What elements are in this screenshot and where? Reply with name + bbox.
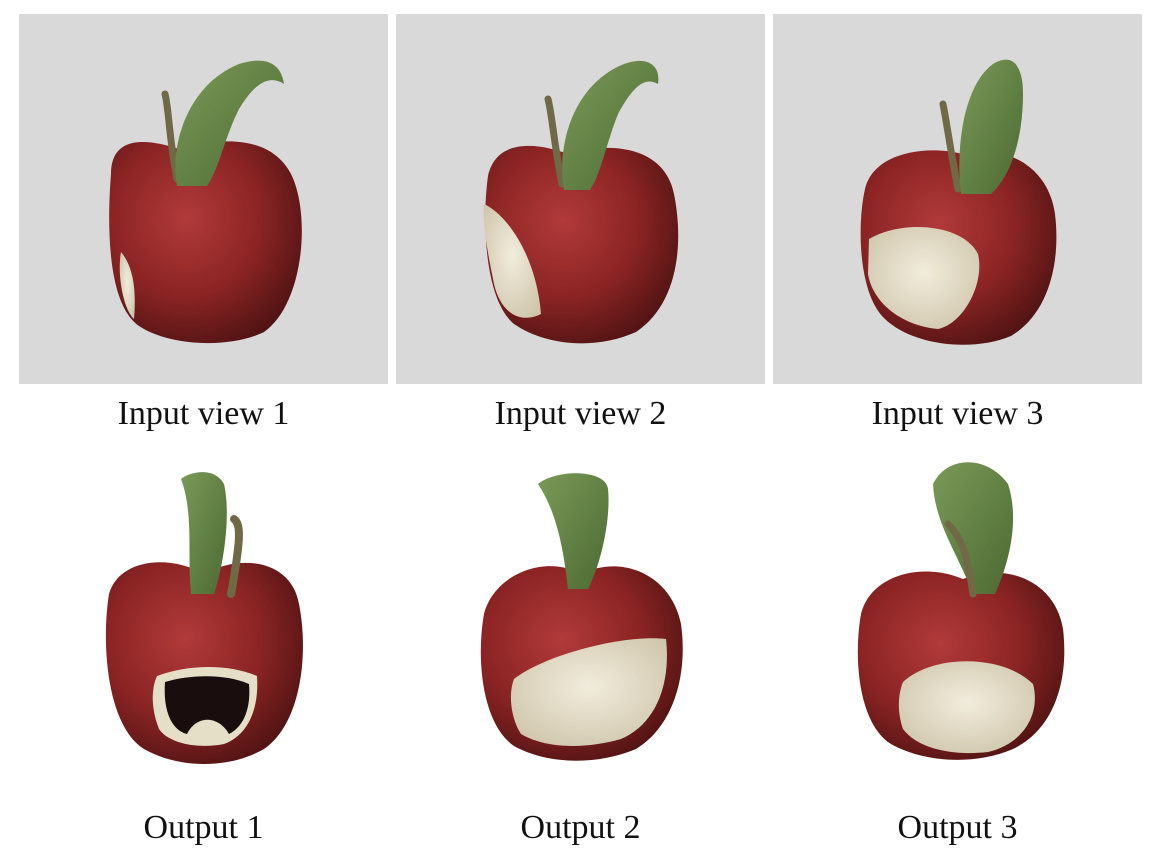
- input-view-2-caption: Input view 2: [494, 395, 667, 432]
- output-1-caption: Output 1: [143, 809, 264, 846]
- output-3-caption: Output 3: [897, 809, 1018, 846]
- output-1-image: [19, 444, 388, 814]
- output-2-caption: Output 2: [520, 809, 641, 846]
- input-view-1-image: [19, 14, 388, 384]
- output-3-image: [773, 444, 1142, 814]
- input-view-1-caption: Input view 1: [117, 395, 290, 432]
- input-view-3-caption: Input view 3: [871, 395, 1044, 432]
- output-2-image: [396, 444, 765, 814]
- input-view-3-image: [773, 14, 1142, 384]
- input-view-2-image: [396, 14, 765, 384]
